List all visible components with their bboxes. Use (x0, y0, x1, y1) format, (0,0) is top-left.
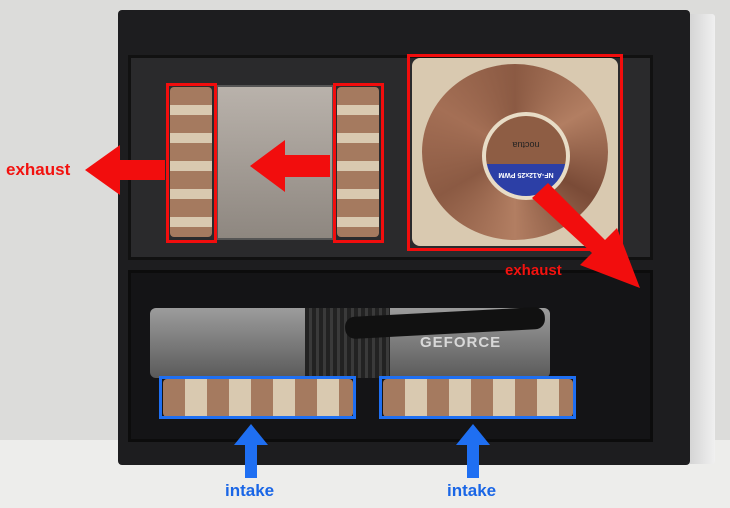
exhaust-arrow-diagonal (532, 183, 640, 288)
cpu-cooler-fan-right (337, 87, 379, 237)
exhaust-label-right: exhaust (505, 262, 562, 279)
intake-label-right: intake (447, 481, 497, 500)
gpu-fan-right (383, 379, 573, 417)
exhaust-arrow-left (85, 145, 165, 195)
exhaust-label-left: exhaust (6, 160, 71, 179)
intake-box-left (159, 376, 356, 419)
exhaust-box-left-fan (166, 83, 217, 243)
intake-label-left: intake (225, 481, 275, 500)
intake-arrow-left (234, 424, 268, 478)
exhaust-arrow-middle (250, 140, 330, 192)
exhaust-box-top-fan (407, 54, 623, 251)
fan-rotor: NF-A12x25 PWM noctua (422, 64, 608, 240)
gpu-brand-text: GEFORCE (420, 334, 502, 351)
exhaust-box-right-fan (333, 83, 384, 243)
top-exhaust-fan: NF-A12x25 PWM noctua (412, 58, 618, 246)
intake-box-right (379, 376, 576, 419)
intake-arrow-right (456, 424, 490, 478)
gpu-fan-left (163, 379, 353, 417)
cpu-cooler-fan-left (170, 87, 212, 237)
